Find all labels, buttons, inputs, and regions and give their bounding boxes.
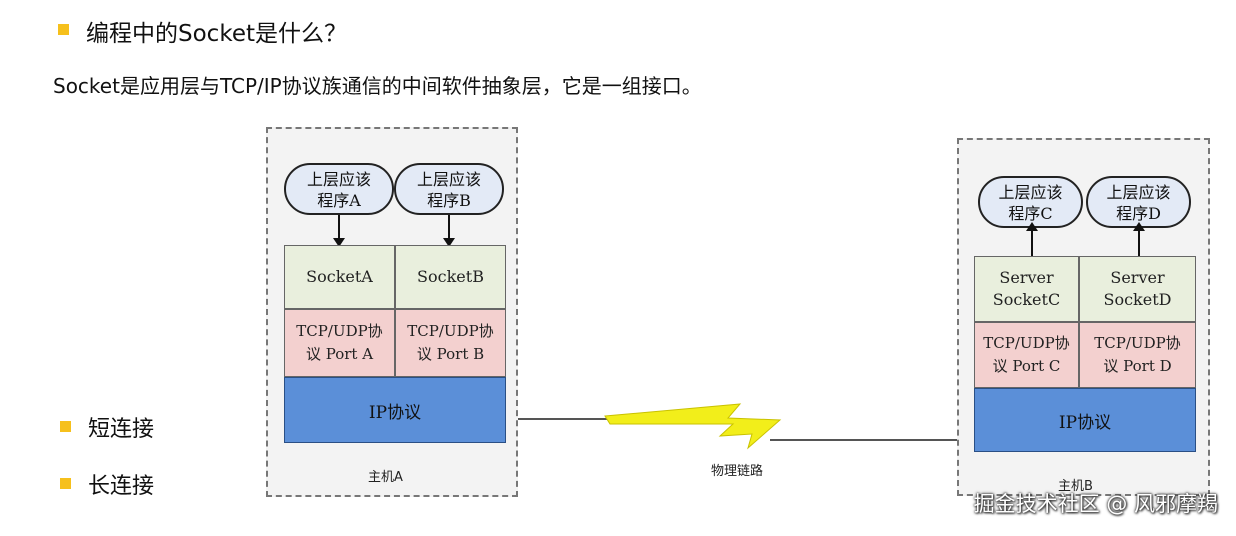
arrow-app-d-up-icon (1133, 222, 1145, 256)
app-a-line1: 上层应该 (306, 170, 371, 189)
socket-b-cell: SocketB (395, 245, 506, 309)
physical-link-label: 物理链路 (711, 464, 764, 479)
ip-layer-a-label: IP协议 (368, 402, 422, 423)
bullet-short-icon (60, 421, 71, 432)
page-heading: 编程中的Socket是什么？ (86, 21, 347, 47)
protocol-c-line1: TCP/UDP协 (983, 334, 1070, 352)
socket-a-label: SocketA (306, 267, 373, 286)
protocol-b-line1: TCP/UDP协 (407, 322, 494, 340)
arrow-app-b-down-icon (443, 215, 455, 247)
protocol-a-cell: TCP/UDP协 议 Port A (284, 309, 395, 377)
description-text: Socket是应用层与TCP/IP协议族通信的中间软件抽象层，它是一组接口。 (53, 74, 702, 98)
bullet-short-connection: 短连接 (88, 417, 155, 442)
bullet-long-icon (60, 478, 71, 489)
protocol-d-line1: TCP/UDP协 (1094, 334, 1181, 352)
app-a-node: 上层应该 程序A (284, 163, 394, 215)
socket-d-line2: SocketD (1103, 290, 1172, 309)
lightning-bolt-icon (604, 403, 782, 450)
socket-c-line2: SocketC (992, 290, 1061, 309)
app-c-line1: 上层应该 (998, 183, 1063, 202)
app-d-line2: 程序D (1116, 204, 1161, 223)
protocol-c-cell: TCP/UDP协 议 Port C (974, 322, 1079, 388)
protocol-a-line1: TCP/UDP协 (296, 322, 383, 340)
ip-layer-a: IP协议 (284, 377, 506, 443)
heading-bullet-icon (58, 24, 69, 35)
host-b-label: 主机B (1058, 479, 1093, 494)
app-c-node: 上层应该 程序C (978, 176, 1083, 228)
bullet-long-connection: 长连接 (88, 474, 155, 499)
socket-d-line1: Server (1110, 268, 1165, 287)
protocol-c-line2: 议 Port C (992, 357, 1061, 375)
ip-layer-b-label: IP协议 (1058, 412, 1112, 433)
host-a-label: 主机A (368, 470, 403, 485)
app-b-node: 上层应该 程序B (394, 163, 504, 215)
socket-a-cell: SocketA (284, 245, 395, 309)
app-b-line1: 上层应该 (416, 170, 481, 189)
socket-b-label: SocketB (417, 267, 484, 286)
app-d-line1: 上层应该 (1106, 183, 1171, 202)
protocol-d-line2: 议 Port D (1103, 357, 1172, 375)
ip-layer-b: IP协议 (974, 388, 1196, 452)
app-c-line2: 程序C (1008, 204, 1053, 223)
protocol-a-line2: 议 Port A (305, 345, 374, 363)
arrow-app-a-down-icon (333, 215, 345, 247)
socket-c-cell: Server SocketC (974, 256, 1079, 322)
app-a-line2: 程序A (317, 191, 361, 210)
protocol-b-line2: 议 Port B (416, 345, 485, 363)
protocol-b-cell: TCP/UDP协 议 Port B (395, 309, 506, 377)
socket-c-line1: Server (999, 268, 1054, 287)
protocol-d-cell: TCP/UDP协 议 Port D (1079, 322, 1196, 388)
app-d-node: 上层应该 程序D (1086, 176, 1191, 228)
arrow-app-c-up-icon (1026, 222, 1038, 256)
socket-d-cell: Server SocketD (1079, 256, 1196, 322)
app-b-line2: 程序B (427, 191, 471, 210)
watermark: 掘金技术社区 @ 风邪摩羯 (973, 492, 1218, 516)
